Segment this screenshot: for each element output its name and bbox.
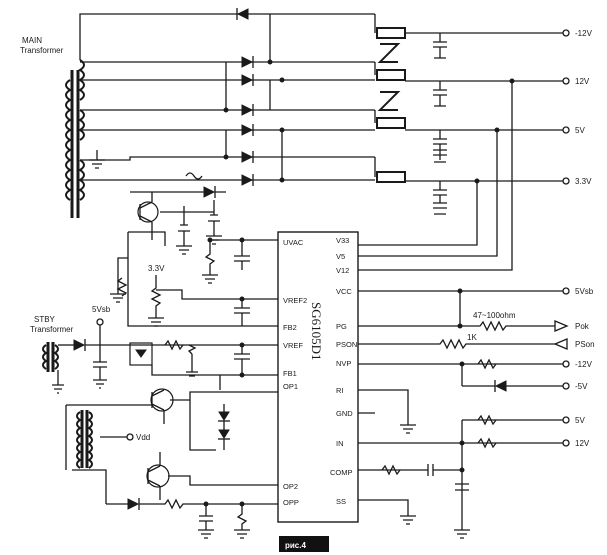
- pin-fb2: FB2: [283, 323, 297, 332]
- right-output-5v: 5V: [575, 416, 585, 425]
- output-label-5v: 5V: [575, 126, 585, 135]
- main-transformer-label-1: MAIN: [22, 36, 42, 45]
- pin-v5: V5: [336, 252, 345, 261]
- output-label-3v3: 3.3V: [575, 177, 592, 186]
- pin-op1: OP1: [283, 382, 298, 391]
- pin-gnd: GND: [336, 409, 353, 418]
- diode-33v-a: [241, 151, 254, 163]
- pin-op2: OP2: [283, 482, 298, 491]
- pin-vref2: VREF2: [283, 296, 307, 305]
- pin-v12: V12: [336, 266, 349, 275]
- stby-label-1: STBY: [34, 315, 56, 324]
- vdd-label: Vdd: [136, 433, 150, 442]
- pin-fb1: FB1: [283, 369, 297, 378]
- pin-pg: PG: [336, 322, 347, 331]
- output-filters: -12V 12V 5V 3.3V: [358, 14, 593, 271]
- diode-12v-a: [241, 56, 254, 68]
- pin-pson: PSON: [336, 340, 357, 349]
- pin-vref: VREF: [283, 341, 303, 350]
- diode-row-minus12: [236, 8, 249, 20]
- pin-ri: RI: [336, 386, 344, 395]
- v5sb-top-label: 5Vsb: [92, 305, 111, 314]
- main-transformer: MAIN Transformer: [20, 36, 105, 218]
- pin-uvac: UVAC: [283, 238, 304, 247]
- figure-caption: рис.4: [279, 536, 329, 552]
- stby-label-2: Transformer: [30, 325, 74, 334]
- right-side-circuit: 47~100ohm 1K 5Vsb Pok PSon -12V -5V 5V 1…: [358, 287, 595, 539]
- diode-5v-b: [241, 124, 254, 136]
- pin-opp: OPP: [283, 498, 299, 507]
- diode-5v-a: [241, 104, 254, 116]
- diode-33v-b: [241, 174, 254, 186]
- pin-vcc: VCC: [336, 287, 352, 296]
- rectifier-section: [79, 8, 375, 198]
- right-output-pson: PSon: [575, 340, 595, 349]
- left-control-circuit: 3.3V STBY Transformer 5Vsb: [30, 192, 278, 539]
- res-1k-label: 1K: [467, 333, 477, 342]
- res-47-label: 47~100ohm: [473, 311, 516, 320]
- v33-small-label: 3.3V: [148, 264, 165, 273]
- right-output-minus5v: -5V: [575, 382, 588, 391]
- output-label-12v: 12V: [575, 77, 590, 86]
- output-label-minus12v: -12V: [575, 29, 593, 38]
- cap-group: [433, 33, 447, 215]
- right-output-5vsb: 5Vsb: [575, 287, 594, 296]
- pin-comp: COMP: [330, 468, 353, 477]
- right-output-pok: Pok: [575, 322, 590, 331]
- pin-nvp: NVP: [336, 359, 351, 368]
- diode-12v-b: [241, 74, 254, 86]
- caption-text: рис.4: [285, 541, 306, 550]
- controller-ic: SG6105D1 UVAC VREF2 FB2 VREF FB1 OP1 OP2…: [277, 231, 359, 523]
- right-output-minus12v: -12V: [575, 360, 593, 369]
- main-transformer-label-2: Transformer: [20, 46, 64, 55]
- pin-in: IN: [336, 439, 344, 448]
- pin-ss: SS: [336, 497, 346, 506]
- pin-v33: V33: [336, 236, 349, 245]
- right-output-12v: 12V: [575, 439, 590, 448]
- chip-part-number: SG6105D1: [309, 302, 324, 361]
